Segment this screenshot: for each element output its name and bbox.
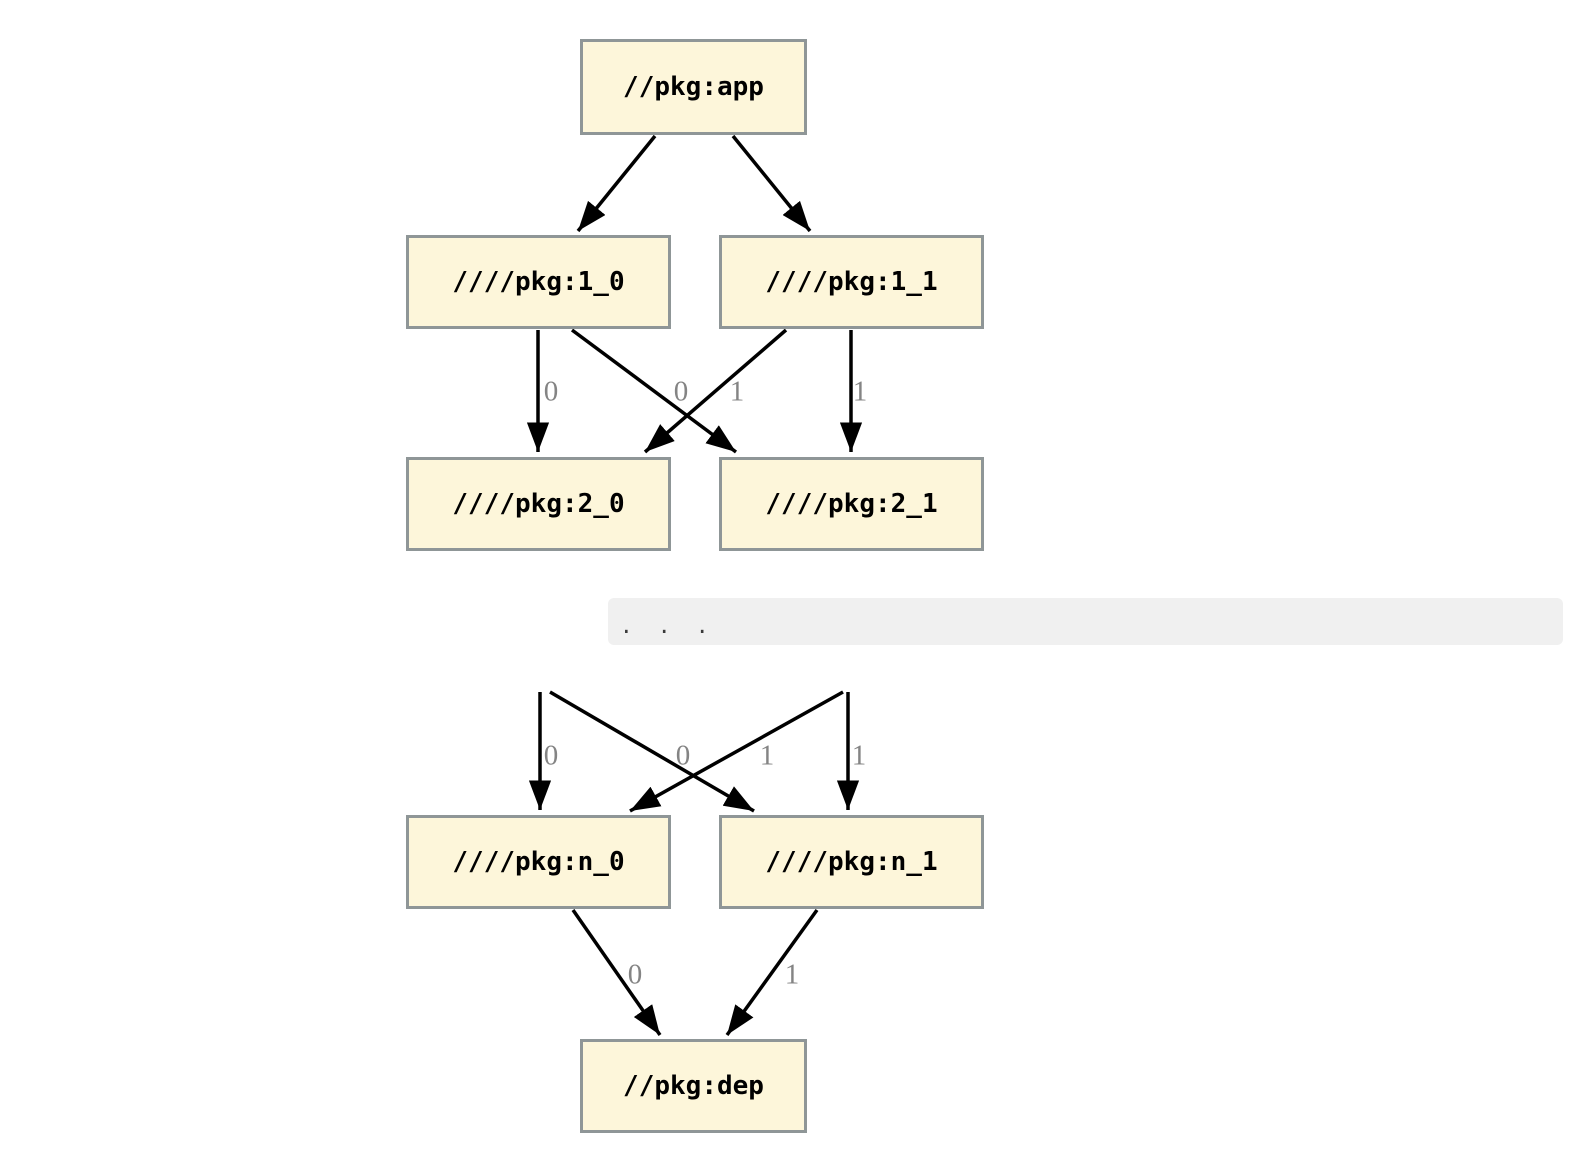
node-pkg-1_1: ////pkg:1_1 bbox=[719, 235, 984, 329]
node-label: ////pkg:1_1 bbox=[765, 267, 938, 297]
edge-app-1_0 bbox=[576, 134, 657, 233]
edge-label: 0 bbox=[675, 739, 691, 772]
node-label: ////pkg:1_0 bbox=[452, 267, 625, 297]
edge-1_1-2_0 bbox=[643, 328, 788, 454]
ellipsis-dots: . . . bbox=[620, 613, 709, 638]
edge-label: 1 bbox=[729, 375, 745, 408]
node-pkg-dep: //pkg:dep bbox=[580, 1039, 807, 1133]
node-label: //pkg:dep bbox=[623, 1071, 764, 1101]
edge-label: 0 bbox=[543, 375, 559, 408]
edge-n_0-dep bbox=[571, 909, 662, 1036]
node-label: //pkg:app bbox=[623, 72, 764, 102]
node-pkg-app: //pkg:app bbox=[580, 39, 807, 135]
node-pkg-n_1: ////pkg:n_1 bbox=[719, 815, 984, 909]
node-pkg-2_0: ////pkg:2_0 bbox=[406, 457, 671, 551]
node-label: ////pkg:2_1 bbox=[765, 489, 938, 519]
node-pkg-2_1: ////pkg:2_1 bbox=[719, 457, 984, 551]
node-pkg-n_0: ////pkg:n_0 bbox=[406, 815, 671, 909]
edge-label: 0 bbox=[627, 958, 643, 991]
ellipsis-block: . . . bbox=[608, 598, 1563, 645]
node-label: ////pkg:n_1 bbox=[765, 847, 938, 877]
edge-label: 1 bbox=[784, 958, 800, 991]
edge-label: 1 bbox=[759, 739, 775, 772]
edge-label: 0 bbox=[543, 739, 559, 772]
edge-prev2-n_0 bbox=[629, 690, 844, 813]
edge-label: 0 bbox=[673, 375, 689, 408]
edge-label: 1 bbox=[851, 739, 867, 772]
edge-n_1-dep bbox=[725, 908, 819, 1037]
edge-1_0-2_1 bbox=[570, 328, 738, 454]
edge-app-1_1 bbox=[731, 134, 812, 233]
node-label: ////pkg:2_0 bbox=[452, 489, 625, 519]
node-pkg-1_0: ////pkg:1_0 bbox=[406, 235, 671, 329]
edge-label: 1 bbox=[852, 375, 868, 408]
node-label: ////pkg:n_0 bbox=[452, 847, 625, 877]
edge-prev-n_1 bbox=[549, 690, 755, 813]
